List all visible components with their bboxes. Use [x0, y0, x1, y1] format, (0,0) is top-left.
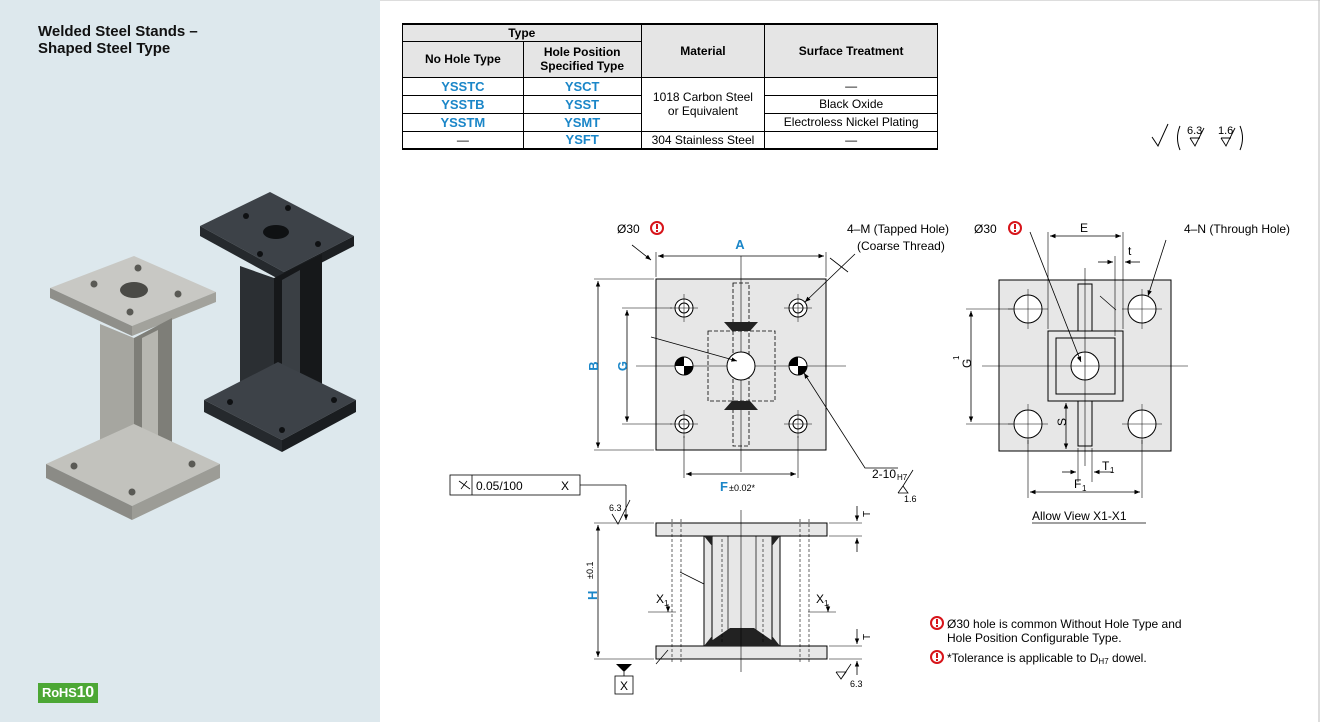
svg-text:4–N (Through Hole): 4–N (Through Hole): [1184, 222, 1290, 236]
caution-icon: [650, 221, 664, 235]
silver-stand-image: [46, 256, 220, 520]
surface-treatment-header: Surface Treatment: [764, 23, 938, 78]
surface-cell: —: [764, 130, 938, 150]
svg-text:X: X: [656, 592, 664, 606]
svg-text:Hole Position Configurable Typ: Hole Position Configurable Type.: [947, 631, 1122, 645]
svg-text:G: G: [960, 359, 974, 368]
caution-icon: [1008, 221, 1022, 235]
svg-text:S: S: [1055, 418, 1069, 426]
product-title: Welded Steel Stands – Shaped Steel Type: [38, 23, 198, 57]
caution-icon: [930, 650, 944, 664]
svg-text:B: B: [586, 361, 601, 370]
svg-text:Allow View X1-X1: Allow View X1-X1: [1032, 509, 1127, 523]
caution-icon: [930, 616, 944, 630]
svg-text:H7: H7: [897, 473, 908, 482]
svg-text:(Coarse Thread): (Coarse Thread): [857, 239, 945, 253]
top-view-labels: Ø30 A 4–M (Tapped Hole) (Coarse Thread) …: [586, 221, 949, 504]
front-view-drawing: [449, 474, 862, 695]
type-code-cell: —: [402, 130, 524, 150]
material-cell: 304 Stainless Steel: [640, 130, 766, 150]
svg-text:2-10: 2-10: [872, 467, 896, 481]
note-1: Ø30 hole is common Without Hole Type and: [947, 617, 1182, 631]
svg-text:X: X: [816, 592, 824, 606]
type-code-link[interactable]: YSCT: [522, 76, 642, 96]
svg-text:X: X: [561, 479, 569, 493]
surface-cell: Electroless Nickel Plating: [764, 112, 938, 132]
top-view-drawing: [594, 244, 898, 478]
svg-text:0.05/100: 0.05/100: [476, 479, 523, 493]
side-view-drawing: [966, 231, 1188, 498]
front-view-labels: 0.05/100 X 6.3 X H ±0.1 T T X 1 X 1 6.3: [476, 479, 873, 693]
note-2: *Tolerance is applicable to DH7 dowel.: [947, 651, 1147, 666]
side-view-labels: Ø30 E 4–N (Through Hole) t G 1 S T 1 F 1…: [952, 221, 1290, 524]
svg-text:T: T: [862, 511, 873, 517]
svg-text:T: T: [862, 634, 873, 640]
svg-text:E: E: [1080, 221, 1088, 235]
svg-text:Ø30: Ø30: [974, 222, 997, 236]
specification-table: Type Material Surface Treatment No Hole …: [402, 23, 938, 150]
product-sidebar: Welded Steel Stands – Shaped Steel Type: [0, 0, 380, 722]
notes: Ø30 hole is common Without Hole Type and…: [930, 616, 1182, 666]
rohs-badge: RoHS10: [38, 683, 98, 703]
svg-text:1: 1: [824, 599, 829, 608]
type-code-link[interactable]: YSFT: [522, 130, 642, 150]
no-hole-type-header: No Hole Type: [402, 40, 524, 78]
svg-text:±0.1: ±0.1: [585, 562, 595, 579]
svg-text:1.6: 1.6: [1218, 125, 1233, 137]
type-code-link[interactable]: YSSTB: [402, 94, 524, 114]
svg-text:1.6: 1.6: [904, 494, 917, 504]
svg-text:G: G: [615, 361, 630, 371]
type-code-link[interactable]: YSSTC: [402, 76, 524, 96]
material-header: Material: [640, 23, 766, 78]
svg-text:±0.02*: ±0.02*: [729, 483, 755, 493]
svg-text:1: 1: [1082, 484, 1087, 493]
svg-text:Ø30: Ø30: [617, 222, 640, 236]
svg-text:H: H: [585, 591, 600, 600]
svg-text:F: F: [720, 479, 728, 494]
svg-text:6.3: 6.3: [609, 503, 622, 513]
svg-text:6.3: 6.3: [850, 679, 863, 689]
svg-text:1: 1: [1110, 466, 1115, 475]
svg-text:X: X: [620, 679, 628, 693]
svg-text:t: t: [1128, 244, 1132, 258]
svg-text:A: A: [735, 237, 745, 252]
surface-roughness-symbol: 6.3 1.6: [1151, 123, 1243, 151]
product-photo: [46, 192, 356, 520]
svg-text:4–M (Tapped Hole): 4–M (Tapped Hole): [847, 222, 949, 236]
svg-text:F: F: [1074, 477, 1081, 491]
black-stand-image: [200, 192, 356, 452]
svg-text:1: 1: [664, 599, 669, 608]
svg-text:T: T: [1102, 459, 1110, 473]
svg-text:1: 1: [952, 355, 961, 360]
svg-text:6.3: 6.3: [1187, 125, 1202, 137]
